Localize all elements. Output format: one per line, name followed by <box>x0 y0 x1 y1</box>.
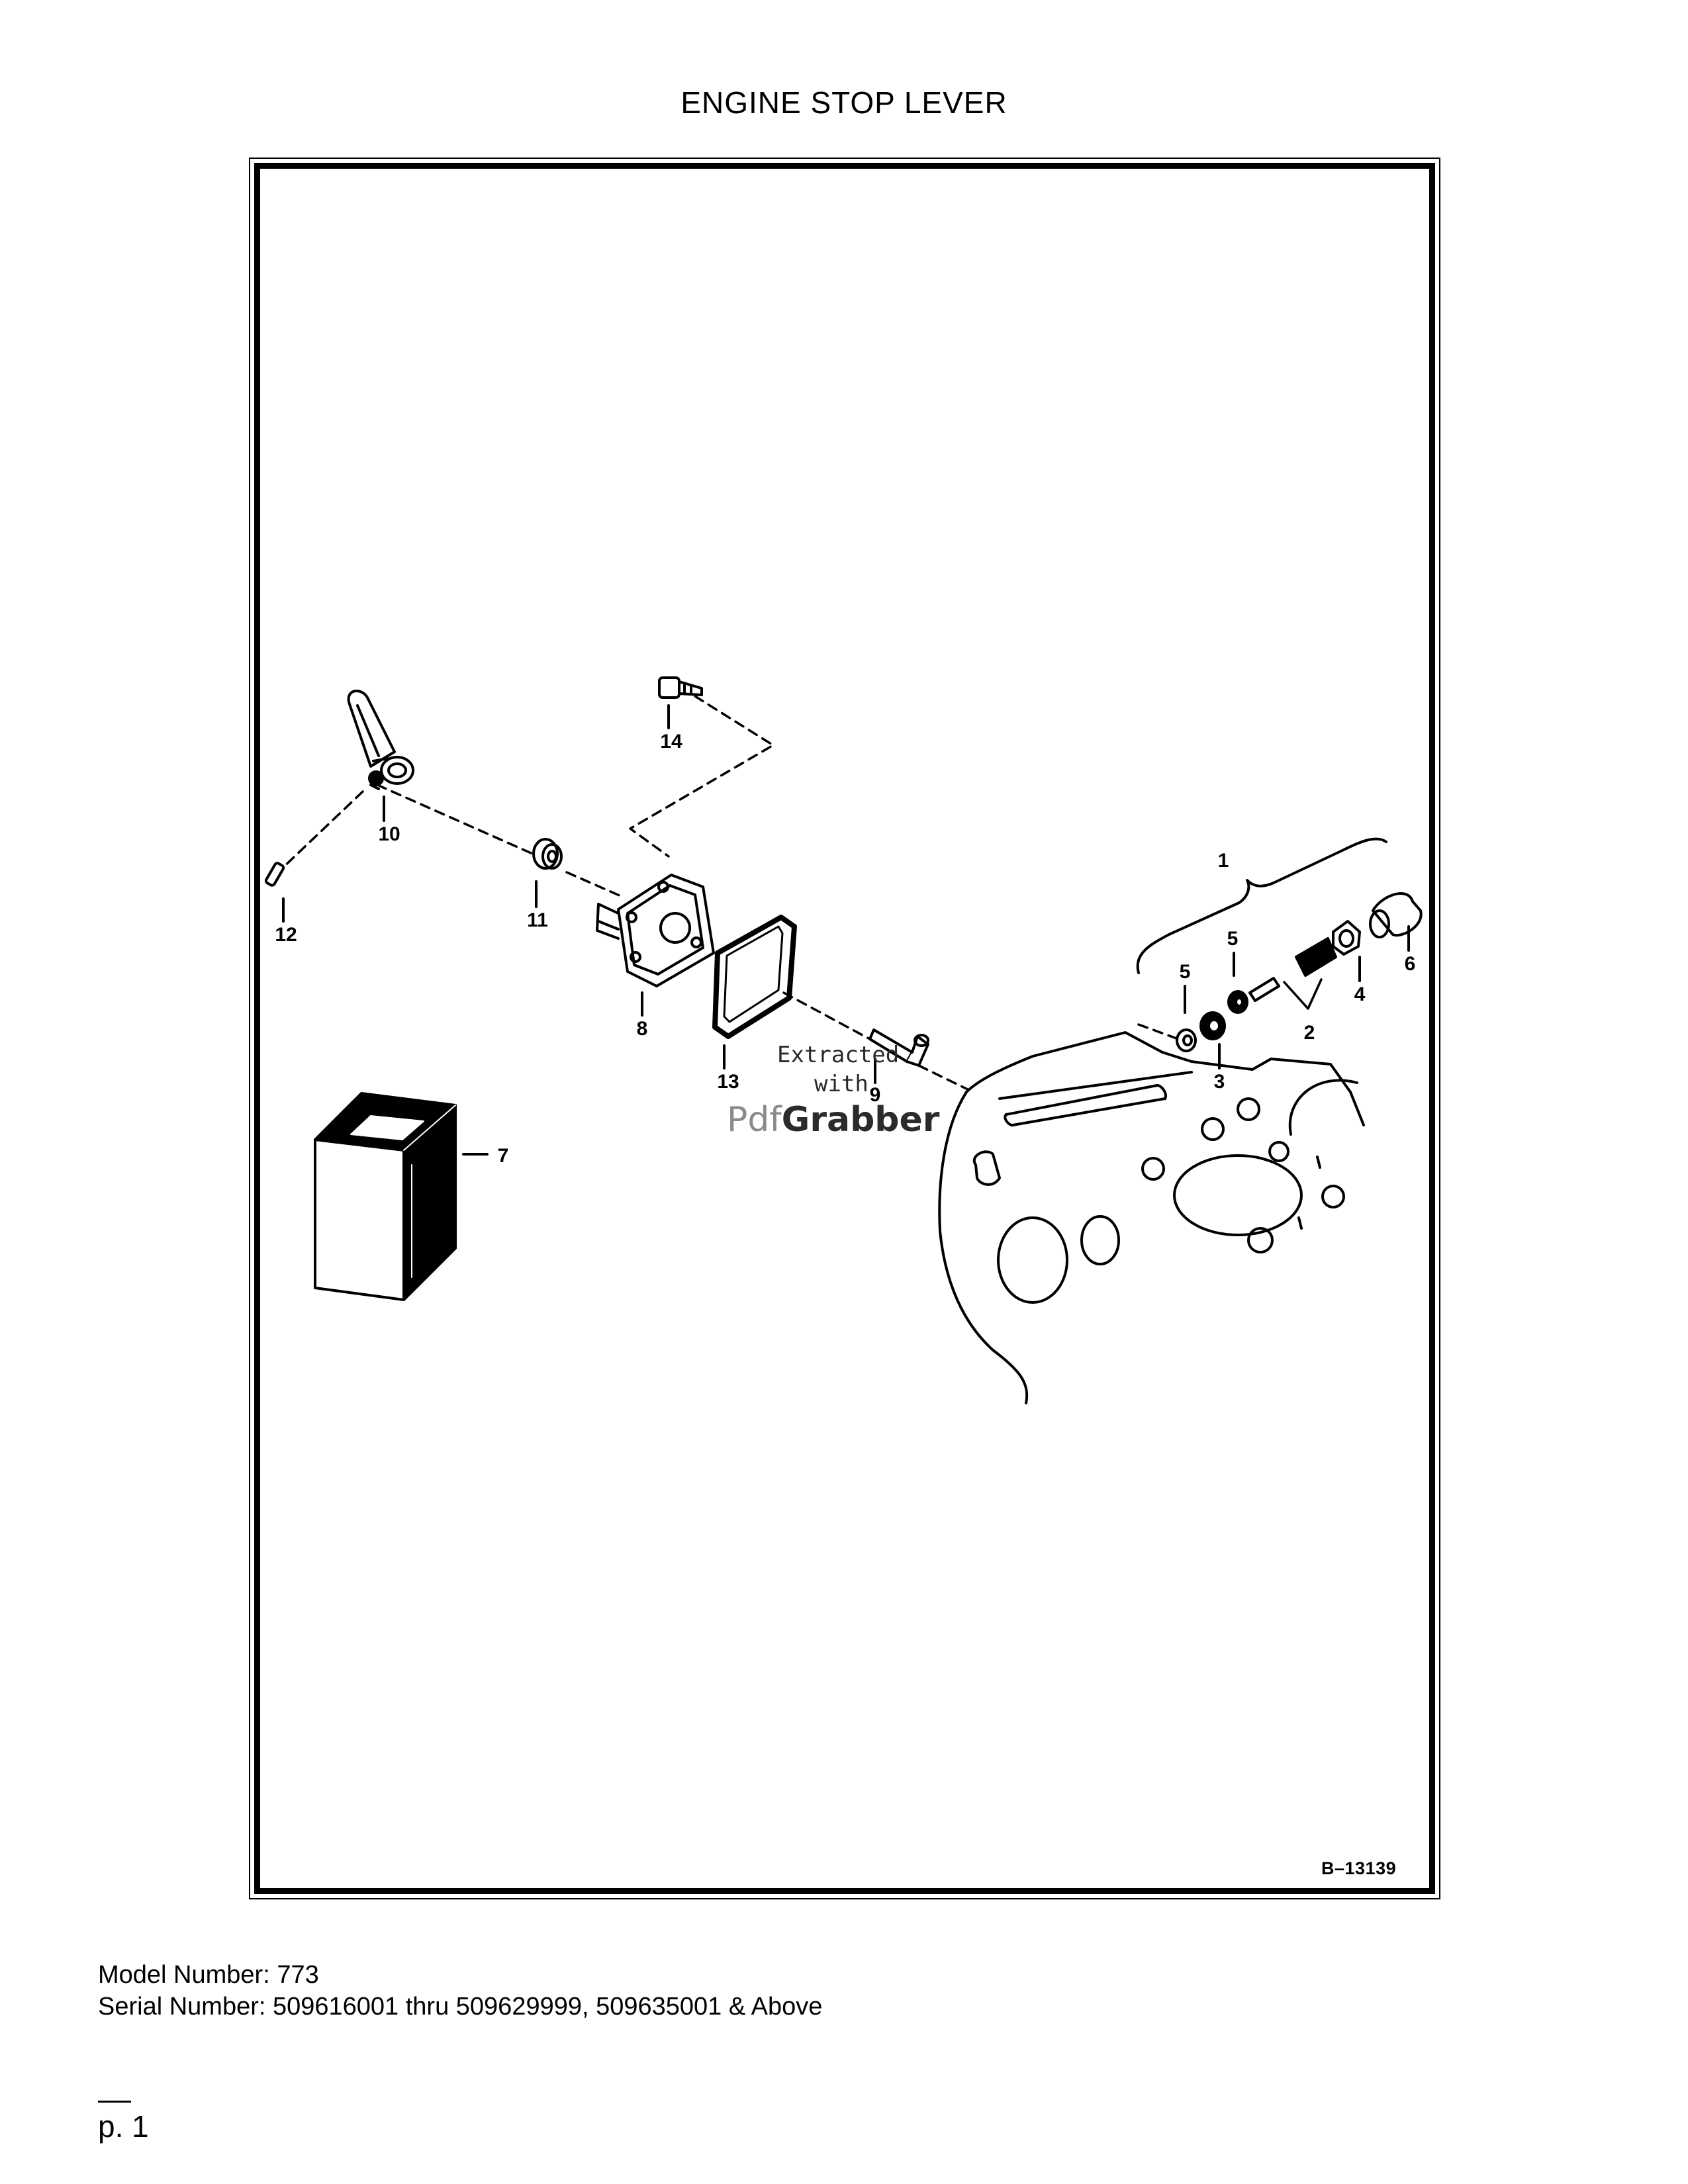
footer-info: Model Number: 773 Serial Number: 5096160… <box>98 1959 822 2023</box>
part-4-nut <box>1332 920 1361 956</box>
callout-2: 2 <box>1304 1022 1315 1044</box>
part-13-gasket <box>712 915 797 1039</box>
part-5-washer-lower <box>1176 1028 1197 1052</box>
assembly-dashed-lines <box>277 695 1180 1093</box>
callout-14: 14 <box>660 731 682 752</box>
part-6-cap <box>1369 892 1423 938</box>
footer-rule <box>98 2101 131 2103</box>
callout-8: 8 <box>637 1018 648 1040</box>
figure-frame-outer <box>249 158 1440 1899</box>
part-2-bracket <box>1283 978 1323 1010</box>
model-number: Model Number: 773 <box>98 1961 319 1989</box>
page-number: p. 1 <box>98 2109 149 2144</box>
callout-1: 1 <box>1218 850 1229 872</box>
page-title: ENGINE STOP LEVER <box>680 85 1008 120</box>
watermark-line-2: with <box>814 1071 868 1097</box>
callout-11: 11 <box>527 909 548 931</box>
part-8-mounting-plate <box>596 874 715 987</box>
drawing-code: B–13139 <box>1321 1858 1397 1878</box>
watermark-brand: PdfGrabber <box>727 1100 965 1140</box>
callout-4: 4 <box>1354 983 1366 1005</box>
callout-13: 13 <box>717 1071 739 1093</box>
callout-3: 3 <box>1214 1071 1225 1093</box>
part-11-bushing <box>532 838 563 870</box>
part-1-bracket <box>1136 837 1387 974</box>
part-9-shaft <box>868 1028 929 1067</box>
serial-number: Serial Number: 509616001 thru 509629999,… <box>98 1993 823 2021</box>
watermark-line-1: Extracted <box>777 1042 900 1068</box>
part-14-bolt <box>658 676 703 699</box>
callout-5-upper: 5 <box>1227 928 1239 950</box>
callout-10: 10 <box>378 823 400 845</box>
part-3-nut <box>1199 1011 1226 1040</box>
callout-labels: 1 2 3 4 5 5 6 7 8 9 10 11 12 13 14 <box>275 731 1415 1167</box>
part-2-stud <box>1248 937 1337 1002</box>
part-5-washer-upper <box>1227 990 1248 1014</box>
pdfgrabber-watermark: Extracted with PdfGrabber <box>727 1040 965 1140</box>
part-10-stop-lever <box>347 690 414 790</box>
callout-leaders <box>282 704 1410 1156</box>
callout-9: 9 <box>870 1084 881 1106</box>
watermark-brand-dark: Grabber <box>781 1100 940 1140</box>
part-12-pin <box>264 862 285 887</box>
callout-7: 7 <box>498 1145 509 1167</box>
callout-6: 6 <box>1405 953 1416 975</box>
watermark-brand-light: Pdf <box>727 1100 782 1140</box>
part-7-box <box>314 1092 457 1301</box>
figure-frame <box>254 163 1435 1894</box>
engine-block <box>938 1031 1365 1404</box>
callout-5-lower: 5 <box>1180 961 1191 983</box>
callout-12: 12 <box>275 924 297 946</box>
